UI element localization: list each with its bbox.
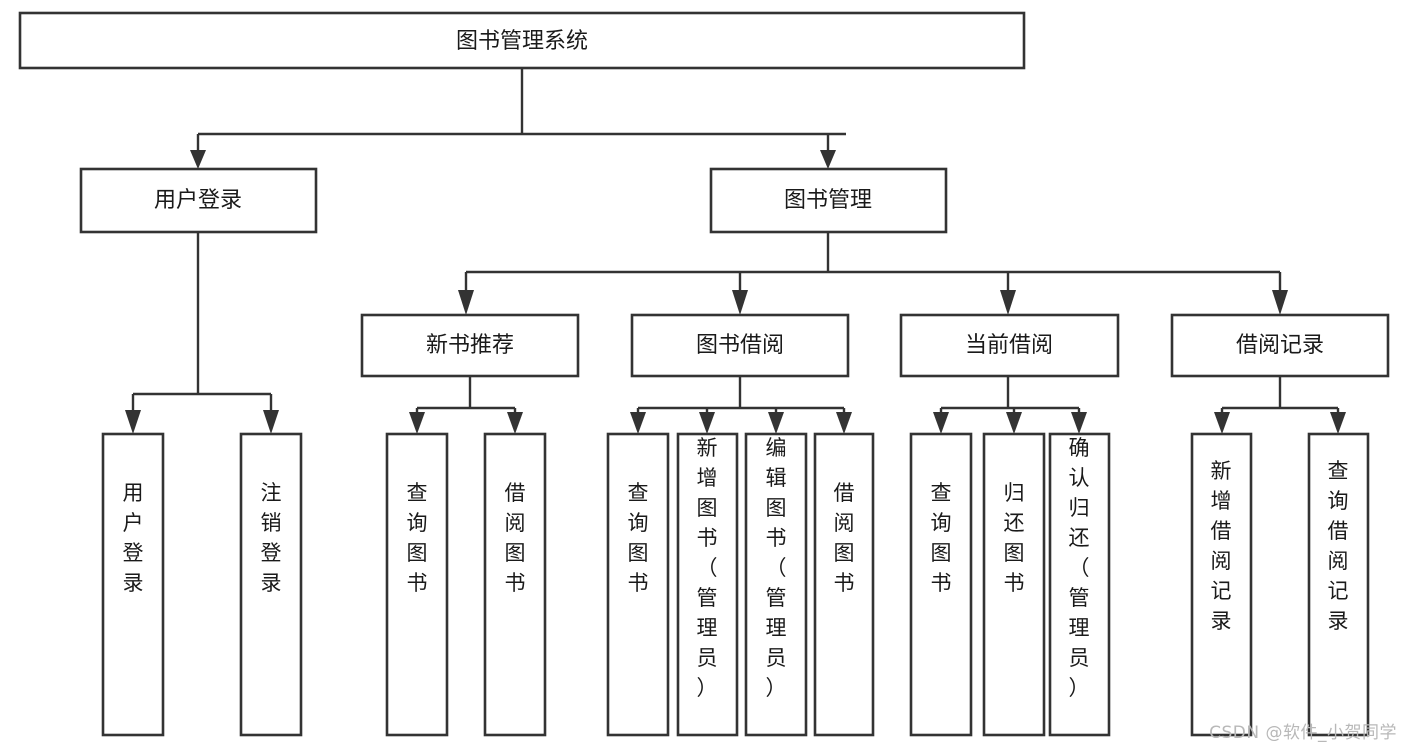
leaf-node-logout[interactable]: 注销登录 — [239, 432, 303, 737]
leaf-node-confirm-return-admin-label: 确认归还（管理员） — [1069, 436, 1090, 700]
leaf-node-query-book-rec[interactable]: 查询图书 — [385, 432, 449, 737]
arrow-head-leaf-logout — [263, 410, 279, 434]
arrow-head-borrow-leaf-2 — [699, 412, 715, 434]
leaf-node-borrow-book-box[interactable] — [813, 432, 875, 737]
arrow-head-borrow-leaf-4 — [836, 412, 852, 434]
arrow-head-new-book-rec — [458, 290, 474, 315]
leaf-node-query-borrow-record-box[interactable] — [1307, 432, 1370, 737]
connectors-group — [125, 68, 1346, 434]
arrow-head-borrow-leaf-3 — [768, 412, 784, 434]
leaf-node-query-book-rec-box[interactable] — [385, 432, 449, 737]
leaf-node-add-borrow-record-label: 新增借阅记录 — [1211, 459, 1232, 633]
arrow-head-current-leaf-3 — [1071, 412, 1087, 434]
arrow-head-current-borrow — [1000, 290, 1016, 315]
node-book-management[interactable]: 图书管理 — [709, 167, 948, 234]
leaf-node-borrow-book-label: 借阅图书 — [834, 481, 855, 595]
arrow-head-borrow-record — [1272, 290, 1288, 315]
arrow-head-book-borrow — [732, 290, 748, 315]
leaf-node-query-book-borrow[interactable]: 查询图书 — [606, 432, 670, 737]
leaf-node-logout-label: 注销登录 — [261, 481, 282, 595]
arrow-head-leaf-user-login — [125, 410, 141, 434]
leaf-node-query-book-current-label: 查询图书 — [931, 481, 952, 595]
arrow-head-newbook-leaf-1 — [409, 412, 425, 434]
leaf-nodes-group: 用户登录 注销登录 查询图书 借阅图书 查询图书 新增图书（管理员） — [101, 432, 1370, 737]
node-user-login[interactable]: 用户登录 — [79, 167, 318, 234]
node-book-management-box[interactable] — [709, 167, 948, 234]
node-book-management-label: 图书管理 — [784, 188, 872, 213]
node-current-borrow-box[interactable] — [899, 313, 1120, 378]
leaf-node-add-borrow-record-box[interactable] — [1190, 432, 1253, 737]
leaf-node-edit-book-admin-label: 编辑图书（管理员） — [766, 436, 787, 700]
arrow-head-borrow-leaf-1 — [630, 412, 646, 434]
node-root[interactable]: 图书管理系统 — [18, 11, 1026, 70]
leaf-node-confirm-return-admin-box[interactable] — [1048, 432, 1111, 737]
leaf-node-edit-book-admin-box[interactable] — [744, 432, 808, 737]
leaf-node-query-borrow-record-label: 查询借阅记录 — [1328, 459, 1349, 633]
leaf-node-confirm-return-admin[interactable]: 确认归还（管理员） — [1048, 432, 1111, 737]
node-borrow-record-label: 借阅记录 — [1236, 333, 1324, 358]
leaf-node-return-book-box[interactable] — [982, 432, 1046, 737]
node-borrow-record[interactable]: 借阅记录 — [1170, 313, 1390, 378]
leaf-node-borrow-book-rec[interactable]: 借阅图书 — [483, 432, 547, 737]
arrow-head-record-leaf-1 — [1214, 412, 1230, 434]
arrow-head-newbook-leaf-2 — [507, 412, 523, 434]
leaf-node-query-book-current-box[interactable] — [909, 432, 973, 737]
leaf-node-logout-box[interactable] — [239, 432, 303, 737]
node-book-borrow-box[interactable] — [630, 313, 850, 378]
node-book-borrow-label: 图书借阅 — [696, 333, 784, 358]
node-root-box[interactable] — [18, 11, 1026, 70]
leaf-node-borrow-book-rec-box[interactable] — [483, 432, 547, 737]
leaf-node-query-book-current[interactable]: 查询图书 — [909, 432, 973, 737]
node-current-borrow-label: 当前借阅 — [965, 333, 1053, 358]
node-book-borrow[interactable]: 图书借阅 — [630, 313, 850, 378]
leaf-node-add-book-admin-label: 新增图书（管理员） — [697, 436, 718, 700]
leaf-node-query-book-rec-label: 查询图书 — [407, 481, 428, 595]
leaf-node-query-book-borrow-box[interactable] — [606, 432, 670, 737]
leaf-node-query-borrow-record[interactable]: 查询借阅记录 — [1307, 432, 1370, 737]
node-new-book-recommend[interactable]: 新书推荐 — [360, 313, 580, 378]
leaf-node-return-book[interactable]: 归还图书 — [982, 432, 1046, 737]
leaf-node-add-borrow-record[interactable]: 新增借阅记录 — [1190, 432, 1253, 737]
node-root-label: 图书管理系统 — [456, 29, 588, 54]
leaf-node-add-book-admin-box[interactable] — [676, 432, 739, 737]
leaf-node-user-login-label: 用户登录 — [123, 481, 144, 595]
arrow-head-current-leaf-1 — [933, 412, 949, 434]
leaf-node-user-login-box[interactable] — [101, 432, 165, 737]
leaf-node-user-login[interactable]: 用户登录 — [101, 432, 165, 737]
arrow-head-current-leaf-2 — [1006, 412, 1022, 434]
node-new-book-recommend-box[interactable] — [360, 313, 580, 378]
arrow-head-user-login — [190, 150, 206, 169]
leaf-node-edit-book-admin[interactable]: 编辑图书（管理员） — [744, 432, 808, 737]
leaf-node-borrow-book-rec-label: 借阅图书 — [505, 481, 526, 595]
node-current-borrow[interactable]: 当前借阅 — [899, 313, 1120, 378]
arrow-head-book-mgmt — [820, 150, 836, 169]
node-new-book-recommend-label: 新书推荐 — [426, 333, 514, 358]
node-user-login-label: 用户登录 — [154, 188, 242, 213]
leaf-node-add-book-admin[interactable]: 新增图书（管理员） — [676, 432, 739, 737]
arrow-head-record-leaf-2 — [1330, 412, 1346, 434]
leaf-node-return-book-label: 归还图书 — [1004, 481, 1025, 595]
node-borrow-record-box[interactable] — [1170, 313, 1390, 378]
leaf-node-query-book-borrow-label: 查询图书 — [628, 481, 649, 595]
leaf-node-borrow-book[interactable]: 借阅图书 — [813, 432, 875, 737]
node-user-login-box[interactable] — [79, 167, 318, 234]
